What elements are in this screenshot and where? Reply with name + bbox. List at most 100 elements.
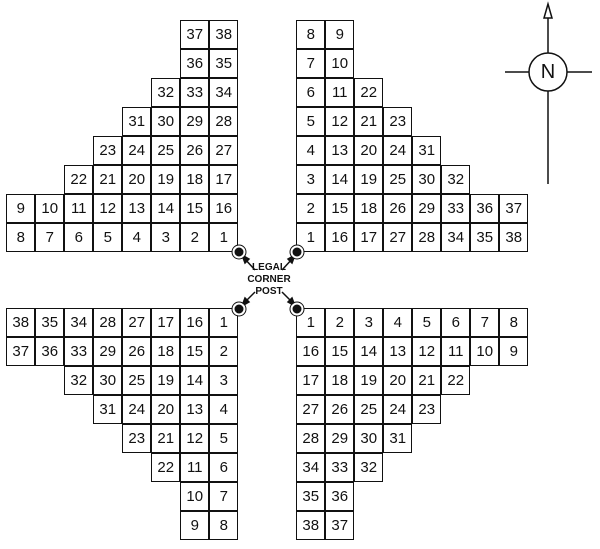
plot-cell: 11 (180, 453, 210, 483)
plot-cell: 23 (383, 107, 413, 137)
plot-cell: 8 (6, 223, 36, 253)
plot-cell: 9 (325, 20, 355, 50)
plot-cell: 21 (93, 165, 123, 195)
plot-cell: 5 (93, 223, 123, 253)
plot-cell: 5 (412, 308, 442, 338)
north-compass-icon (505, 1, 592, 184)
plot-cell: 28 (209, 107, 239, 137)
plot-cell: 2 (325, 308, 355, 338)
plot-cell: 12 (325, 107, 355, 137)
plot-cell: 24 (383, 136, 413, 166)
plot-cell: 16 (180, 308, 210, 338)
plot-cell: 25 (354, 395, 384, 425)
plot-cell: 30 (412, 165, 442, 195)
plot-cell: 5 (296, 107, 326, 137)
plot-cell: 31 (383, 424, 413, 454)
plot-cell: 7 (470, 308, 500, 338)
plot-cell: 25 (383, 165, 413, 195)
plot-cell: 11 (441, 337, 471, 367)
plot-cell: 21 (151, 424, 181, 454)
plot-cell: 1 (296, 308, 326, 338)
plot-cell: 9 (180, 511, 210, 541)
plot-cell: 29 (93, 337, 123, 367)
plot-cell: 2 (180, 223, 210, 253)
corner-post-ne (289, 244, 305, 260)
plot-cell: 9 (499, 337, 529, 367)
plot-cell: 20 (354, 136, 384, 166)
plot-cell: 21 (354, 107, 384, 137)
plot-cell: 37 (180, 20, 210, 50)
plot-cell: 26 (383, 194, 413, 224)
plot-cell: 25 (151, 136, 181, 166)
plot-cell: 18 (354, 194, 384, 224)
plot-cell: 3 (151, 223, 181, 253)
plot-cell: 35 (296, 482, 326, 512)
plot-cell: 38 (499, 223, 529, 253)
plot-cell: 27 (383, 223, 413, 253)
plot-cell: 16 (209, 194, 239, 224)
plot-cell: 38 (296, 511, 326, 541)
plot-cell: 25 (122, 366, 152, 396)
plot-cell: 34 (64, 308, 94, 338)
plot-cell: 23 (412, 395, 442, 425)
plot-cell: 2 (209, 337, 239, 367)
plot-cell: 6 (441, 308, 471, 338)
plot-cell: 16 (296, 337, 326, 367)
plot-cell: 15 (180, 194, 210, 224)
plot-cell: 3 (296, 165, 326, 195)
plot-cell: 23 (93, 136, 123, 166)
plot-cell: 7 (296, 49, 326, 79)
plot-cell: 3 (354, 308, 384, 338)
plot-cell: 26 (325, 395, 355, 425)
plot-cell: 20 (383, 366, 413, 396)
plot-cell: 35 (35, 308, 65, 338)
plot-cell: 32 (441, 165, 471, 195)
label-line: POST (255, 286, 283, 297)
plot-cell: 21 (412, 366, 442, 396)
plot-cell: 22 (441, 366, 471, 396)
plot-cell: 22 (64, 165, 94, 195)
plot-cell: 15 (180, 337, 210, 367)
plot-cell: 15 (325, 337, 355, 367)
plot-cell: 26 (180, 136, 210, 166)
plot-cell: 35 (470, 223, 500, 253)
plot-cell: 14 (325, 165, 355, 195)
plot-cell: 20 (151, 395, 181, 425)
plot-cell: 33 (180, 78, 210, 108)
plot-cell: 10 (470, 337, 500, 367)
plot-cell: 36 (35, 337, 65, 367)
plot-cell: 18 (325, 366, 355, 396)
plot-cell: 30 (354, 424, 384, 454)
plot-cell: 32 (354, 453, 384, 483)
plot-cell: 7 (209, 482, 239, 512)
plot-cell: 10 (325, 49, 355, 79)
plot-cell: 7 (35, 223, 65, 253)
plot-cell: 8 (296, 20, 326, 50)
plot-cell: 34 (209, 78, 239, 108)
plot-cell: 12 (180, 424, 210, 454)
plot-cell: 12 (93, 194, 123, 224)
plot-cell: 8 (499, 308, 529, 338)
plot-cell: 2 (296, 194, 326, 224)
label-line: CORNER (247, 274, 291, 285)
plot-cell: 22 (151, 453, 181, 483)
plot-cell: 31 (93, 395, 123, 425)
plot-cell: 17 (354, 223, 384, 253)
corner-post-se (289, 301, 305, 317)
plot-cell: 13 (180, 395, 210, 425)
plot-cell: 32 (64, 366, 94, 396)
plot-cell: 37 (6, 337, 36, 367)
plot-cell: 14 (151, 194, 181, 224)
plot-cell: 38 (209, 20, 239, 50)
plot-cell: 4 (122, 223, 152, 253)
legal-corner-post-label: LEGAL CORNER POST (242, 262, 296, 298)
plot-cell: 29 (325, 424, 355, 454)
plot-cell: 6 (209, 453, 239, 483)
plot-cell: 12 (412, 337, 442, 367)
plot-cell: 5 (209, 424, 239, 454)
plot-cell: 6 (296, 78, 326, 108)
plot-cell: 24 (383, 395, 413, 425)
plot-cell: 24 (122, 395, 152, 425)
plot-cell: 33 (325, 453, 355, 483)
plot-cell: 31 (122, 107, 152, 137)
